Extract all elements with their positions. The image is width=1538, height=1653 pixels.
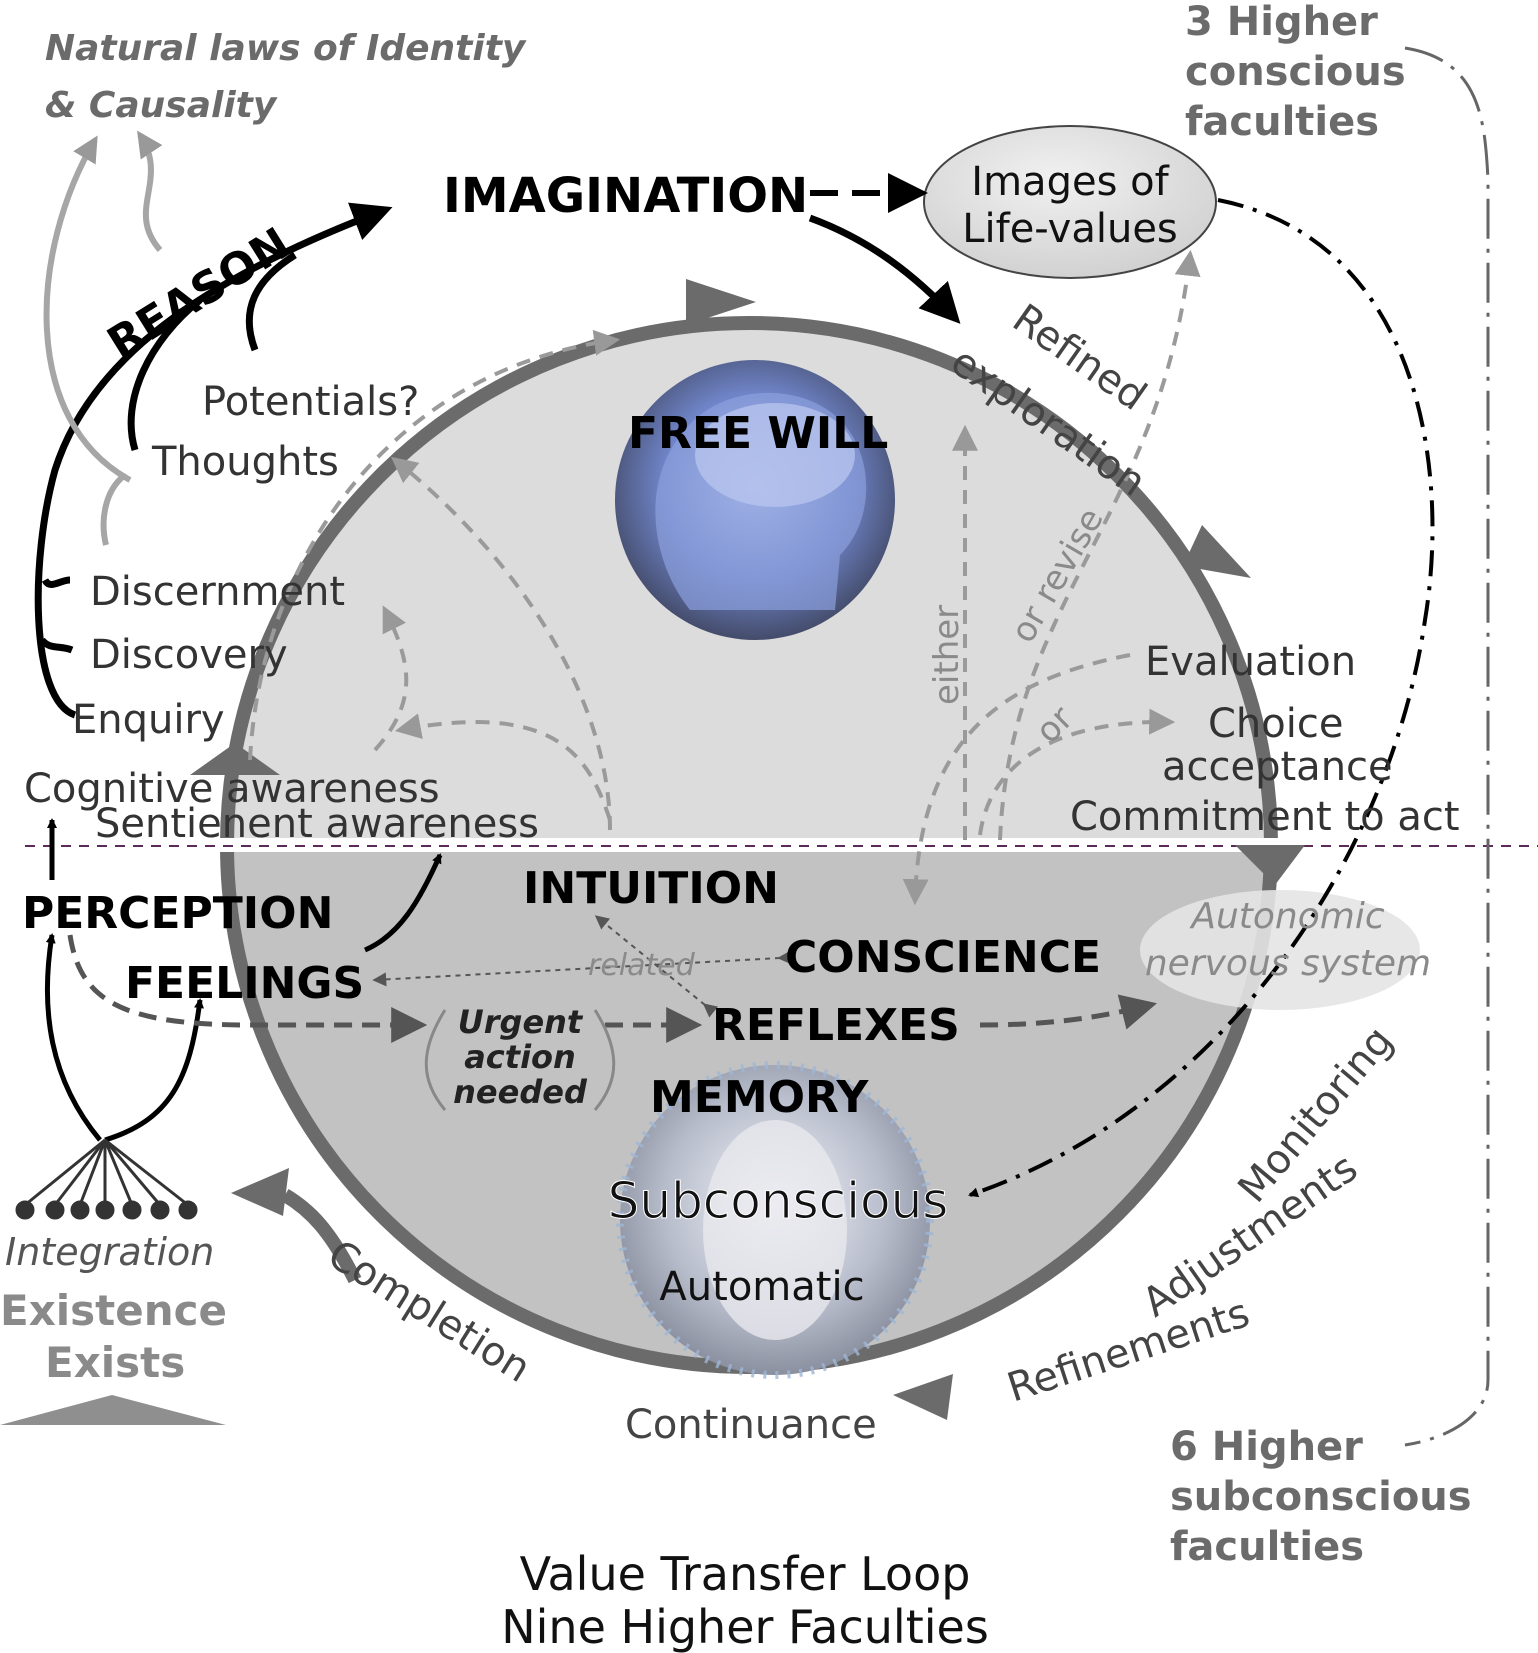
bracket-top-line2: conscious [1185, 49, 1406, 95]
reason-step-discovery: Discovery [90, 632, 288, 678]
autonomic-line1: Autonomic [1189, 896, 1384, 937]
faculty-conscience: CONSCIENCE [785, 932, 1101, 983]
natural-laws-line1: Natural laws of Identity [45, 28, 527, 69]
faculty-free-will: FREE WILL [628, 408, 888, 459]
reason-step-discernment: Discernment [90, 569, 345, 615]
bracket-bottom-line2: subconscious [1170, 1474, 1472, 1520]
integration-dots [15, 1138, 198, 1220]
urgent-line3: needed [453, 1073, 588, 1111]
subconscious-head-image [616, 1061, 934, 1379]
circle-arrowhead-bottom [893, 1374, 953, 1420]
refinements-label: Refinements [1002, 1290, 1255, 1411]
urgent-left-paren [424, 1009, 447, 1111]
circle-arrowhead-upper-left [190, 743, 280, 775]
images-line2: Life-values [962, 206, 1178, 252]
choice-label: Choice [1208, 701, 1343, 747]
reason-feedback-arrows [43, 130, 163, 546]
faculty-intuition: INTUITION [523, 863, 779, 914]
reason-branches [34, 202, 393, 719]
completion-arc [281, 1188, 362, 1284]
related-label: related [588, 948, 696, 983]
faculty-reflexes: REFLEXES [712, 1000, 960, 1051]
reason-step-thoughts: Thoughts [151, 439, 339, 485]
faculty-memory: MEMORY [650, 1072, 870, 1123]
faculties-bracket [1404, 46, 1490, 1447]
subconscious-label: Subconscious [608, 1172, 949, 1230]
existence-label: Existence [0, 1286, 227, 1335]
images-to-subconscious-loop [968, 198, 1435, 1198]
perception-feelings-arrows [44, 818, 443, 1143]
natural-laws-line2: & Causality [45, 85, 278, 126]
bracket-top-line3: faculties [1185, 99, 1379, 145]
urgent-right-paren [593, 1009, 616, 1111]
existence-base-triangle [0, 1395, 226, 1425]
faculty-perception: PERCEPTION [22, 888, 333, 939]
acceptance-label: acceptance [1162, 744, 1393, 790]
commitment-label: Commitment to act [1070, 794, 1460, 840]
circle-arrowhead-right [1183, 525, 1251, 578]
faculty-feelings: FEELINGS [125, 958, 364, 1009]
evaluation-label: Evaluation [1145, 639, 1356, 685]
continuance-label: Continuance [625, 1402, 877, 1448]
bracket-bottom-line3: faculties [1170, 1524, 1364, 1570]
circle-arrowhead-top [686, 279, 756, 325]
free-will-brain-image [615, 360, 895, 640]
faculty-imagination: IMAGINATION [443, 168, 808, 224]
sentient-awareness: Sentienent awareness [95, 801, 539, 847]
integration-label: Integration [5, 1230, 214, 1274]
diagram-title-line2: Nine Higher Faculties [501, 1600, 989, 1653]
either-label: either [927, 605, 967, 705]
autonomic-line2: nervous system [1145, 943, 1431, 984]
subconscious-dashed-arrows [67, 934, 1157, 1043]
circle-arrowhead-lower-right [1235, 845, 1305, 885]
reason-step-potentials: Potentials? [202, 379, 419, 425]
images-line1: Images of [971, 159, 1169, 205]
exists-label: Exists [45, 1338, 185, 1387]
cognitive-awareness: Cognitive awareness [24, 766, 440, 812]
conscious-dashed-arrows [248, 249, 1201, 906]
faculty-reason: REASON [99, 218, 299, 369]
bracket-top-line1: 3 Higher [1185, 0, 1378, 45]
reason-step-enquiry: Enquiry [72, 697, 225, 743]
urgent-line1: Urgent [458, 1003, 584, 1041]
bracket-bottom-line1: 6 Higher [1170, 1424, 1363, 1470]
circle-arrowhead-left [231, 1168, 289, 1216]
autonomic-oval [1140, 890, 1420, 1010]
urgent-line2: action [464, 1038, 576, 1076]
related-arrows [372, 915, 792, 1018]
imagination-to-circle-arrow [808, 214, 961, 324]
diagram-title-line1: Value Transfer Loop [520, 1547, 971, 1601]
automatic-label: Automatic [659, 1264, 864, 1310]
